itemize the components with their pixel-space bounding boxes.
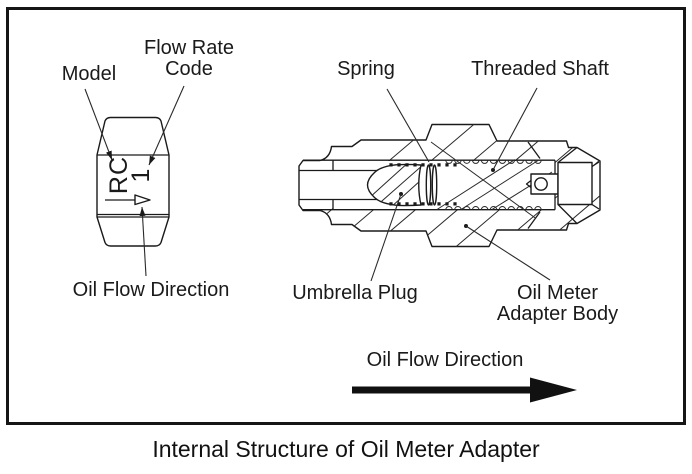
label-main-oil-flow-direction: Oil Flow Direction — [366, 349, 524, 371]
adapter-cross-section — [298, 123, 601, 248]
spring-coils-top — [389, 163, 457, 167]
hex-nut-figure — [96, 116, 170, 247]
oil-flow-arrow-icon — [352, 377, 577, 403]
figure-caption: Internal Structure of Oil Meter Adapter — [152, 436, 540, 462]
label-nut-oil-flow-direction: Oil Flow Direction — [72, 279, 230, 301]
label-threaded-shaft: Threaded Shaft — [471, 58, 609, 80]
spring-seat-2 — [431, 164, 438, 206]
leader-lines — [84, 85, 551, 282]
umbrella-plug-hatching — [367, 164, 421, 206]
label-flow-rate-code: Flow Rate Code — [143, 37, 235, 80]
model-leader — [84, 88, 113, 161]
label-umbrella-plug: Umbrella Plug — [292, 282, 418, 304]
nut-marking: RC 1 — [105, 152, 155, 198]
shaft-ref-dot — [491, 168, 495, 172]
spring-coils-bottom — [389, 202, 457, 206]
flow-rate-code-leader — [148, 85, 185, 166]
shaft-tip-notch — [525, 179, 532, 189]
end-socket — [557, 161, 593, 206]
thread-profile-top — [445, 160, 542, 164]
nut-flow-code-marking: 1 — [127, 167, 155, 183]
spring-seat — [425, 164, 432, 206]
shaft-section-lines — [430, 141, 553, 219]
nut-flow-arrow-icon — [134, 194, 151, 206]
label-spring: Spring — [337, 58, 395, 80]
adapter-body-leader — [465, 225, 551, 281]
spring-leader — [386, 88, 430, 163]
nut-oil-flow-leader — [139, 206, 147, 277]
thread-profile-bottom — [445, 206, 542, 210]
umbrella-plug-shape — [366, 163, 422, 207]
shaft-hole — [534, 177, 548, 191]
label-adapter-body: Oil Meter Adapter Body — [496, 282, 619, 325]
internal-edges — [299, 141, 600, 229]
umbrella-plug-leader — [370, 193, 402, 282]
threaded-shaft-leader — [493, 87, 538, 170]
inlet-bore — [300, 171, 378, 199]
label-model: Model — [61, 63, 117, 85]
